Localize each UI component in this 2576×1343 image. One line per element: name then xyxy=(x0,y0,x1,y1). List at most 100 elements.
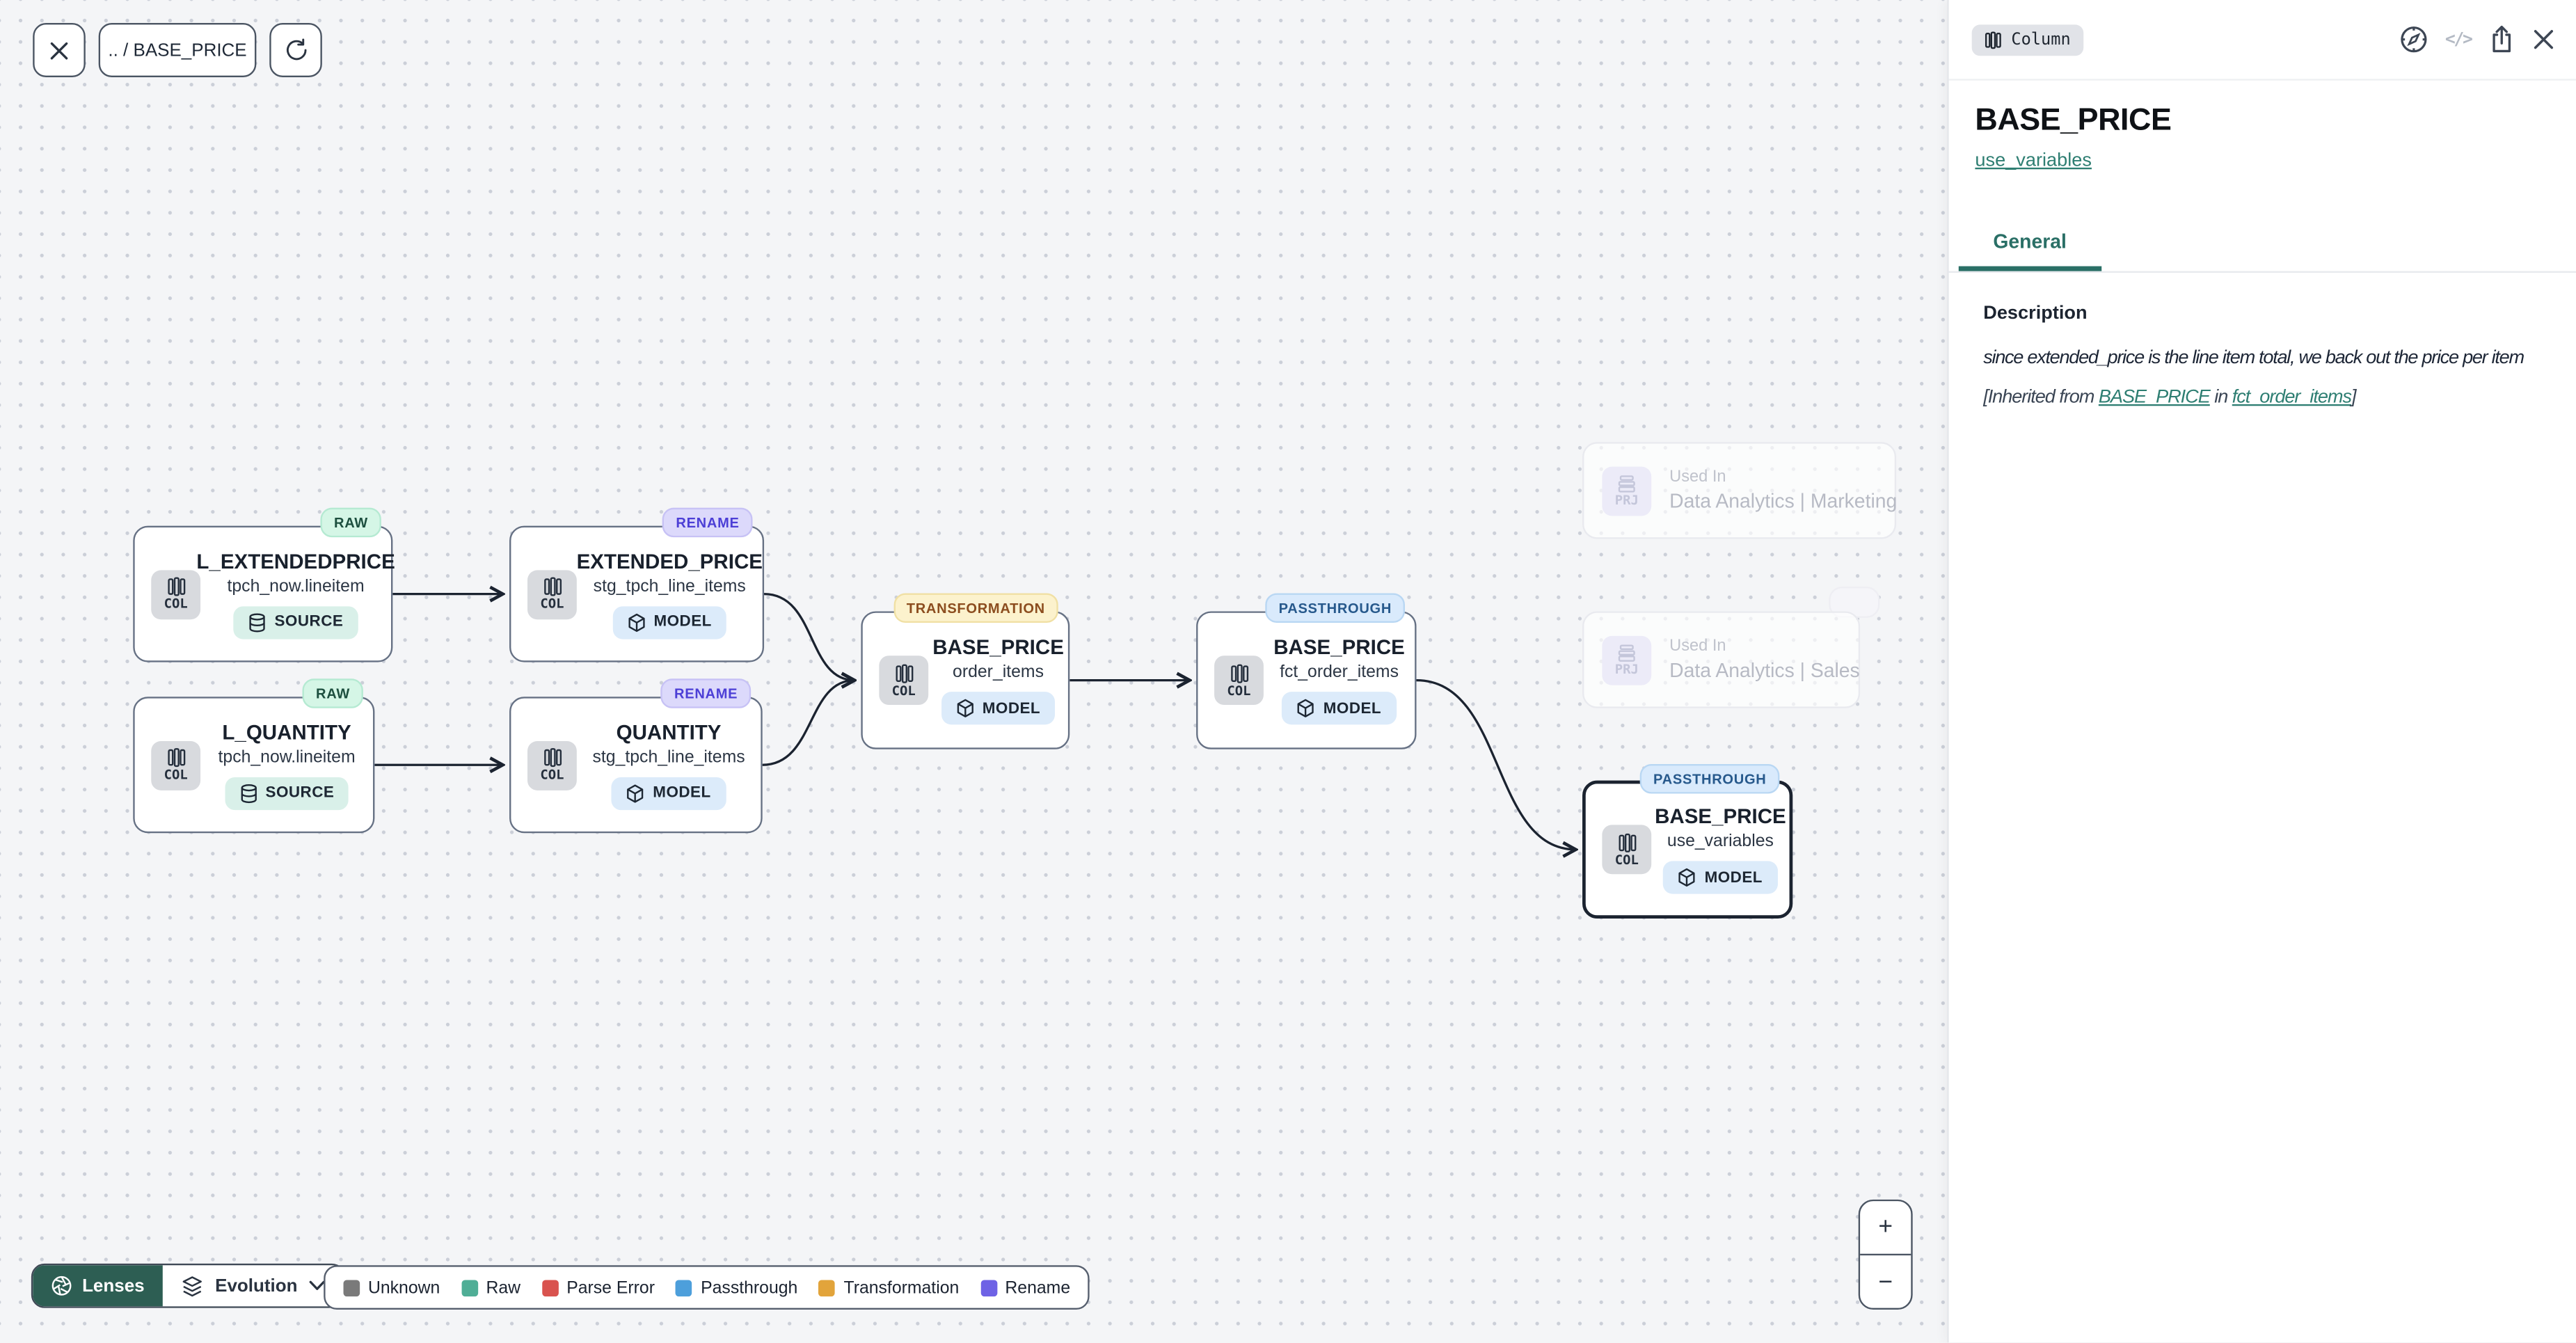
database-icon xyxy=(240,783,256,802)
column-kind-label: COL xyxy=(540,596,564,612)
column-type-chip: COL xyxy=(1602,825,1652,875)
node-badge: TRANSFORMATION xyxy=(893,593,1058,622)
code-icon: </> xyxy=(2444,29,2473,49)
node-subtitle: tpch_now.lineitem xyxy=(227,575,365,596)
model-link[interactable]: use_variables xyxy=(1975,151,2092,171)
lenses-button[interactable]: Lenses xyxy=(33,1265,163,1307)
node-badge: PASSTHROUGH xyxy=(1265,593,1405,622)
inherited-model-link[interactable]: fct_order_items xyxy=(2232,387,2352,407)
node-subtitle: stg_tpch_line_items xyxy=(593,575,746,596)
lineage-node-base-price-fct-order-items[interactable]: PASSTHROUGH COL BASE_PRICE fct_order_ite… xyxy=(1196,593,1417,749)
lineage-node-l-extendedprice[interactable]: RAW COL L_EXTENDEDPRICE tpch_now.lineite… xyxy=(133,507,395,662)
node-title: L_EXTENDEDPRICE xyxy=(196,549,395,573)
lineage-node-base-price-use-variables[interactable]: PASSTHROUGH COL BASE_PRICE use_variables… xyxy=(1582,764,1793,919)
legend-swatch xyxy=(461,1279,478,1296)
legend-swatch xyxy=(980,1279,997,1296)
lineage-node-base-price-order-items[interactable]: TRANSFORMATION COL BASE_PRICE order_item… xyxy=(861,593,1070,749)
zoom-in-button[interactable]: + xyxy=(1860,1201,1911,1253)
tab-general[interactable]: General xyxy=(1958,215,2101,271)
close-icon xyxy=(50,41,68,59)
column-kind-label: COL xyxy=(1614,852,1639,867)
lens-legend: Unknown Raw Parse Error Passthrough Tran… xyxy=(324,1265,1090,1310)
column-kind-label: COL xyxy=(1227,683,1251,698)
model-cube-icon xyxy=(957,699,973,717)
model-cube-icon xyxy=(628,612,645,631)
lineage-edges xyxy=(374,0,1947,1343)
description-body: since extended_price is the line item to… xyxy=(1983,348,2525,368)
divider xyxy=(1860,1253,1911,1256)
model-cube-icon xyxy=(627,784,644,802)
source-pill: SOURCE xyxy=(233,605,358,639)
explore-button[interactable] xyxy=(2399,24,2429,54)
column-icon xyxy=(1985,31,2001,49)
node-subtitle: use_variables xyxy=(1667,831,1774,852)
pill-label: MODEL xyxy=(653,784,711,802)
node-title: BASE_PRICE xyxy=(932,635,1064,659)
entity-type-label: Column xyxy=(2011,30,2071,49)
lineage-node-extended-price[interactable]: RENAME COL EXTENDED_PRICE stg_tpch_line_… xyxy=(509,507,765,662)
node-subtitle: stg_tpch_line_items xyxy=(592,747,745,767)
legend-item: Unknown xyxy=(343,1278,440,1297)
legend-item: Passthrough xyxy=(676,1278,797,1297)
details-panel: Column </> BASE_PRICE use_variables xyxy=(1947,0,2576,1343)
used-in-title: Data Analytics | Sales xyxy=(1669,658,1860,682)
column-type-chip: COL xyxy=(527,569,577,619)
description-heading: Description xyxy=(1983,303,2088,324)
column-icon xyxy=(167,577,185,596)
panel-actions: </> xyxy=(2399,24,2555,54)
lens-selector[interactable]: Evolution xyxy=(163,1265,344,1306)
lineage-node-l-quantity[interactable]: RAW COL L_QUANTITY tpch_now.lineitem SOU… xyxy=(133,678,375,834)
column-icon xyxy=(1618,832,1636,852)
node-subtitle: order_items xyxy=(953,662,1044,682)
node-subtitle: tpch_now.lineitem xyxy=(218,747,356,767)
project-type-chip: PRJ xyxy=(1602,466,1652,516)
breadcrumb[interactable]: .. / BASE_PRICE xyxy=(98,23,257,77)
column-kind-label: COL xyxy=(540,767,564,783)
pill-label: MODEL xyxy=(1704,868,1763,887)
chevron-down-icon xyxy=(309,1280,325,1290)
used-in-node-sales[interactable]: PRJ Used In Data Analytics | Sales xyxy=(1582,611,1861,708)
pill-label: SOURCE xyxy=(274,612,344,631)
project-icon xyxy=(1618,475,1635,492)
column-kind-label: COL xyxy=(891,683,916,698)
node-title: BASE_PRICE xyxy=(1273,635,1405,659)
project-icon xyxy=(1618,644,1635,661)
share-icon xyxy=(2492,25,2511,53)
lenses-label: Lenses xyxy=(82,1276,145,1296)
legend-swatch xyxy=(676,1279,693,1296)
panel-header: Column </> xyxy=(1948,0,2576,81)
lineage-node-quantity[interactable]: RENAME COL QUANTITY stg_tpch_line_items … xyxy=(509,678,763,834)
code-button[interactable]: </> xyxy=(2444,29,2473,49)
legend-item: Parse Error xyxy=(541,1278,655,1297)
breadcrumb-label: .. / BASE_PRICE xyxy=(108,40,247,61)
column-kind-label: COL xyxy=(164,767,188,783)
pill-label: MODEL xyxy=(1323,699,1382,717)
panel-content: Description since extended_price is the … xyxy=(1949,273,2576,407)
layers-icon xyxy=(182,1276,202,1296)
panel-title: BASE_PRICE xyxy=(1975,103,2172,138)
pill-label: MODEL xyxy=(653,612,712,631)
column-icon xyxy=(167,748,185,768)
node-badge: RENAME xyxy=(662,507,753,537)
used-in-node-marketing[interactable]: PRJ Used In Data Analytics | Marketing xyxy=(1582,442,1897,539)
share-button[interactable] xyxy=(2488,24,2515,54)
node-badge: PASSTHROUGH xyxy=(1640,764,1780,793)
inherited-column-link[interactable]: BASE_PRICE xyxy=(2098,387,2211,407)
close-lineage-button[interactable] xyxy=(33,23,86,77)
column-icon xyxy=(543,748,561,768)
legend-swatch xyxy=(819,1279,836,1296)
database-icon xyxy=(249,612,265,632)
node-title: EXTENDED_PRICE xyxy=(576,549,763,573)
zoom-out-button[interactable]: − xyxy=(1860,1256,1911,1308)
refresh-button[interactable] xyxy=(269,23,322,77)
lineage-canvas[interactable]: .. / BASE_PRICE PRJ Used In Data Analyti… xyxy=(0,0,1948,1343)
node-title: BASE_PRICE xyxy=(1655,805,1786,829)
close-panel-button[interactable] xyxy=(2532,28,2555,51)
model-pill: MODEL xyxy=(1663,861,1778,894)
panel-title-block: BASE_PRICE use_variables xyxy=(1949,81,2576,175)
legend-swatch xyxy=(343,1279,360,1296)
source-pill: SOURCE xyxy=(224,776,349,809)
refresh-icon xyxy=(285,38,306,61)
pill-label: SOURCE xyxy=(265,784,335,802)
